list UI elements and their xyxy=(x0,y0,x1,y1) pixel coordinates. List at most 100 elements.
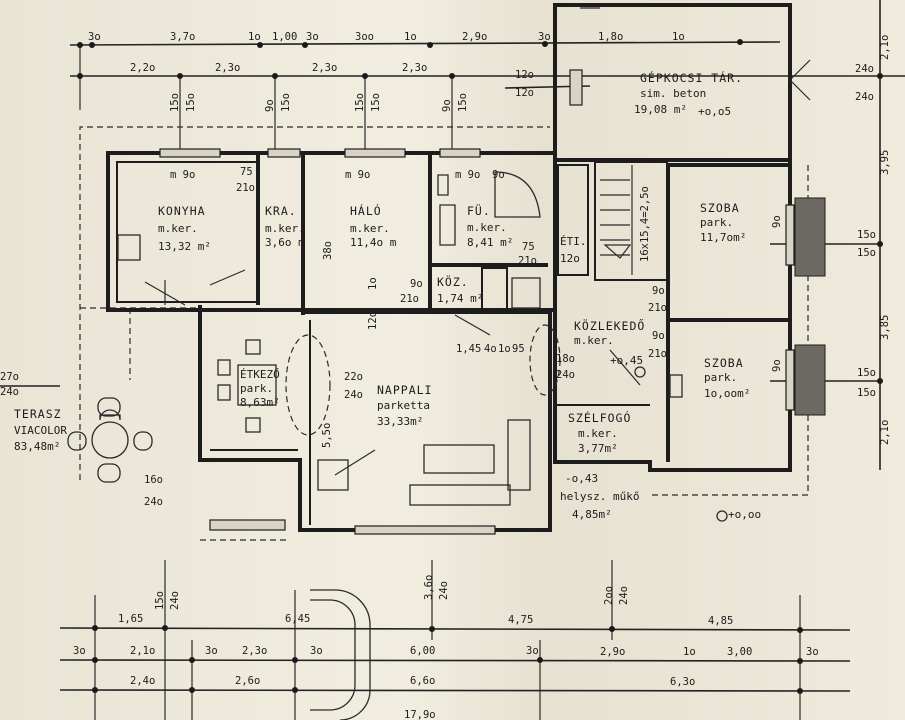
room-floor-halo: m.ker. xyxy=(350,222,390,235)
room-area-etkezo: 8,63m² xyxy=(240,396,280,409)
dimension-label: 12o xyxy=(367,311,379,330)
room-area-garage: 19,08 m² xyxy=(634,103,687,116)
dimension-label: 15o xyxy=(857,229,876,241)
dimension-label: m 9o xyxy=(170,169,195,181)
dimension-label: 21o xyxy=(648,348,667,360)
dimension-label: 15o xyxy=(154,591,166,610)
dimension-label: 15o xyxy=(857,367,876,379)
dimension-label: 6,45 xyxy=(285,613,310,625)
dimension-label: 6,00 xyxy=(410,645,435,657)
dimension-label: 15o xyxy=(457,93,469,112)
room-name-konyha: KONYHA xyxy=(158,204,206,218)
dimension-label: 3o xyxy=(310,645,323,657)
dimension-label: 9o xyxy=(264,99,276,112)
room-name-entrance: helysz. műkő xyxy=(560,490,639,503)
dimension-label: 16o xyxy=(144,474,163,486)
dimension-label: 22o xyxy=(344,371,363,383)
room-area-szoba-2: 1o,oom² xyxy=(704,387,750,400)
dimension-label: 9o xyxy=(771,359,783,372)
dimension-label: 1o xyxy=(404,31,417,43)
dimension-label: 4o xyxy=(484,343,497,355)
room-name-halo: HÁLÓ xyxy=(350,203,382,218)
room-area-kozi: 1,74 m² xyxy=(437,292,483,305)
dimension-label: 1o xyxy=(672,31,685,43)
dimension-label: 9o xyxy=(771,215,783,228)
room-area-entrance: 4,85m² xyxy=(572,508,612,521)
dimension-label: 3o xyxy=(205,645,218,657)
dimension-label: 2,2o xyxy=(130,62,155,74)
dimension-label: 3o xyxy=(538,31,551,43)
dimension-label: 3o xyxy=(806,646,819,658)
dimension-label: 4,75 xyxy=(508,614,533,626)
dimension-label: 21o xyxy=(236,182,255,194)
room-area-terasz: 83,48m² xyxy=(14,440,60,453)
dimension-label: 1,8o xyxy=(598,31,623,43)
dimension-label: m 9o xyxy=(455,169,480,181)
dimension-label: 2,1o xyxy=(879,420,891,445)
dimension-label: 1o xyxy=(248,31,261,43)
dimension-label: 75 xyxy=(240,166,253,178)
room-area-kamra: 3,6o m xyxy=(265,236,305,249)
room-name-kozlekedo: KÖZLEKEDŐ xyxy=(574,317,645,333)
eaves-outline xyxy=(79,126,809,541)
dimension-label: 3o xyxy=(306,31,319,43)
dimension-label: 9o xyxy=(652,285,665,297)
room-name-eti: ÉTI. xyxy=(560,235,587,248)
dimension-label: 15o xyxy=(354,93,366,112)
dimension-label: 4,85 xyxy=(708,615,733,627)
dimension-label: 1o xyxy=(683,646,696,658)
dimension-label: 2,3o xyxy=(402,62,427,74)
room-name-etkezo: ÉTKEZŐ xyxy=(240,367,280,381)
dimension-label: 2,9o xyxy=(600,646,625,658)
room-area-eti: 12o xyxy=(560,252,580,265)
room-area-szelfogo: 3,77m² xyxy=(578,442,618,455)
dimension-label: 2,4o xyxy=(130,675,155,687)
level-szelfogo: -o,43 xyxy=(565,472,598,485)
dimension-label: 18o xyxy=(556,353,575,365)
room-name-terasz: TERASZ xyxy=(14,407,62,421)
dimension-label: 6,6o xyxy=(410,675,435,687)
room-name-szoba-2: SZOBA xyxy=(704,356,744,370)
dimension-label: 3o xyxy=(88,31,101,43)
dimension-label: 15o xyxy=(169,93,181,112)
dimension-label: 24o xyxy=(855,63,874,75)
level-garage: +o,o5 xyxy=(698,105,731,118)
dimension-label: 5,5o xyxy=(321,423,333,448)
dimension-label: 24o xyxy=(144,496,163,508)
dimension-label: 24o xyxy=(618,586,630,605)
room-name-szelfogo: SZÉLFOGÓ xyxy=(568,410,631,425)
dimension-label: 1o xyxy=(498,343,511,355)
room-area-konyha: 13,32 m² xyxy=(158,240,211,253)
dimension-label: 9o xyxy=(441,99,453,112)
dimension-label: 3,00 xyxy=(727,646,752,658)
dimension-label: 16x15,4=2,5o xyxy=(639,186,651,262)
room-floor-kamra: m.ker. xyxy=(265,222,305,235)
dimension-label: 15o xyxy=(280,93,292,112)
room-floor-konyha: m.ker. xyxy=(158,222,198,235)
dimension-label: 75 xyxy=(522,241,535,253)
dimension-total: 17,9o xyxy=(404,709,436,720)
level-kozlekedo: +o,45 xyxy=(610,354,643,367)
dimension-label: m 9o xyxy=(345,169,370,181)
dimension-label: 15o xyxy=(857,247,876,259)
walls xyxy=(106,3,792,532)
dimension-label: 12o xyxy=(515,87,534,99)
room-area-furdo: 8,41 m² xyxy=(467,236,513,249)
room-floor-nappali: parketta xyxy=(377,399,430,412)
dimension-label: 24o xyxy=(344,389,363,401)
dimension-label: 24o xyxy=(169,591,181,610)
room-name-kozi: KÖZ. xyxy=(437,273,469,289)
dimension-label: 3o xyxy=(526,645,539,657)
room-name-kamra: KRA. xyxy=(265,204,297,218)
dimension-label: 1o xyxy=(367,277,379,290)
dimension-label: 38o xyxy=(322,241,334,260)
room-floor-garage: sim. beton xyxy=(640,87,706,100)
dimension-label: 2,9o xyxy=(462,31,487,43)
dimension-label: 3o xyxy=(73,645,86,657)
dimension-label: 3,7o xyxy=(170,31,195,43)
dimension-label: 24o xyxy=(438,581,450,600)
dimension-label: 1,45 xyxy=(456,343,481,355)
room-area-halo: 11,4o m xyxy=(350,236,397,249)
